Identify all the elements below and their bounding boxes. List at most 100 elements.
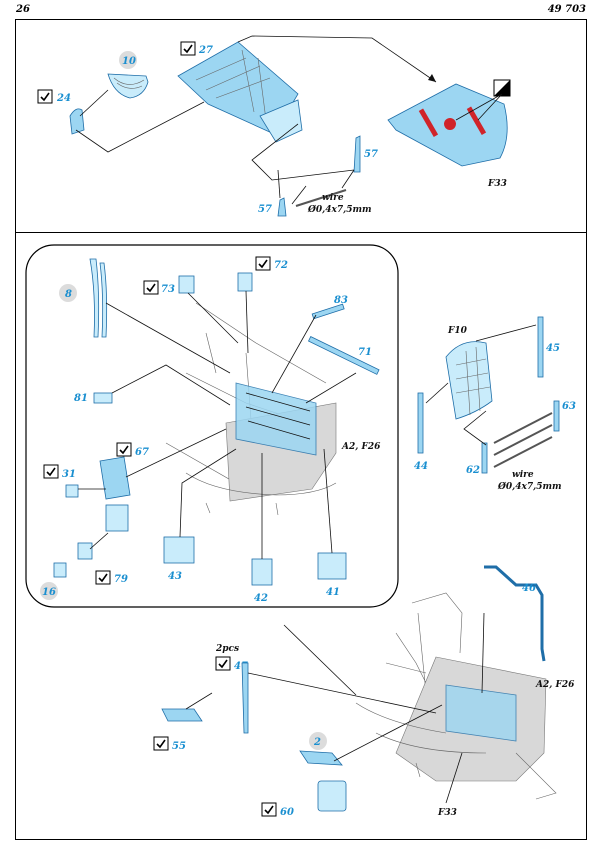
part-73-shape bbox=[178, 275, 195, 294]
label-part-44: 44 bbox=[414, 461, 428, 472]
page-number: 26 bbox=[16, 4, 30, 15]
label-part-31: 31 bbox=[62, 469, 76, 480]
checkbox-67[interactable] bbox=[116, 442, 132, 457]
label-part-72: 72 bbox=[274, 260, 288, 271]
part-67-plate bbox=[105, 504, 129, 532]
part-81-shape bbox=[93, 392, 113, 404]
leader-57 bbox=[251, 123, 355, 181]
label-part-24: 24 bbox=[56, 93, 71, 104]
leader-44 bbox=[425, 382, 449, 404]
part-16-shape bbox=[53, 562, 67, 578]
lower-ghost-frame bbox=[385, 592, 463, 704]
part-62-shape bbox=[481, 442, 488, 474]
leader-62 bbox=[463, 410, 487, 446]
f33-marker-fill bbox=[494, 80, 510, 96]
wire-spec-side: Ø0,4x7,5mm bbox=[497, 481, 562, 492]
checkbox-73[interactable] bbox=[143, 280, 159, 295]
label-part-83: 83 bbox=[334, 295, 348, 306]
label-part-55: 55 bbox=[172, 741, 186, 752]
leader-inset-main bbox=[283, 624, 357, 696]
label-lower-a2-f26: A2, F26 bbox=[535, 680, 575, 690]
part-63-shape bbox=[553, 400, 560, 432]
label-part-42: 42 bbox=[254, 593, 268, 604]
part-79-shape bbox=[77, 542, 93, 560]
part-16-circle bbox=[40, 582, 58, 600]
checkbox-55[interactable] bbox=[153, 736, 169, 751]
part-41-shape bbox=[317, 552, 347, 580]
leader-24-10 bbox=[79, 89, 109, 117]
checkbox-31[interactable] bbox=[43, 464, 59, 479]
wire-side-3 bbox=[493, 436, 553, 468]
leader-71 bbox=[305, 372, 357, 404]
part-27-tab bbox=[259, 99, 303, 143]
part-31-shape bbox=[65, 484, 79, 498]
part-f10-seat bbox=[445, 341, 493, 420]
leader-f33-bottom bbox=[445, 752, 463, 804]
part-71-shape bbox=[307, 336, 380, 375]
label-part-67: 67 bbox=[135, 447, 149, 458]
inset-panel-lines bbox=[245, 392, 311, 440]
label-part-81: 81 bbox=[74, 393, 88, 404]
bottom-diagram: 8 73 72 83 71 81 67 31 79 16 43 bbox=[25, 244, 576, 818]
label-part-63: 63 bbox=[562, 401, 576, 412]
top-diagram: 10 24 27 F33 57 57 wire Ø0,4x7,5mm bbox=[37, 35, 511, 217]
part-10-circle bbox=[119, 51, 137, 69]
part-67-shape bbox=[99, 456, 131, 500]
bottom-instruction-panel: 8 73 72 83 71 81 67 31 79 16 43 bbox=[15, 232, 587, 840]
checkbox-79[interactable] bbox=[95, 570, 111, 585]
label-part-57-right: 57 bbox=[364, 149, 378, 160]
part-72-shape bbox=[237, 272, 253, 292]
part-2-shape bbox=[299, 750, 343, 766]
checkbox-24[interactable] bbox=[37, 89, 53, 104]
part-42-shape bbox=[251, 558, 273, 586]
label-f33-bottom: F33 bbox=[437, 808, 457, 818]
leader-72 bbox=[245, 290, 249, 354]
leader-f33-marker bbox=[455, 93, 503, 121]
checkbox-27[interactable] bbox=[180, 41, 196, 56]
f33-red-strip-right bbox=[466, 106, 487, 135]
label-part-8: 8 bbox=[65, 289, 72, 300]
wire-side-1 bbox=[493, 412, 553, 444]
part-8-circle bbox=[59, 284, 77, 302]
label-f33-top: F33 bbox=[487, 179, 507, 189]
label-part-57-left: 57 bbox=[258, 204, 272, 215]
checkbox-60[interactable] bbox=[261, 802, 277, 817]
label-part-43: 43 bbox=[168, 571, 182, 582]
wire-side-2 bbox=[493, 424, 553, 456]
part-83-shape bbox=[311, 303, 345, 320]
part-60-shape bbox=[317, 780, 347, 812]
label-part-41: 41 bbox=[326, 587, 340, 598]
checkbox-47[interactable] bbox=[215, 656, 231, 671]
document-code: 49 703 bbox=[547, 4, 586, 15]
part-46-shape bbox=[484, 565, 546, 662]
part-2-circle bbox=[309, 732, 327, 750]
f33-red-dot bbox=[444, 118, 456, 130]
part-44-shape bbox=[417, 392, 424, 454]
wire-leaders bbox=[291, 169, 355, 205]
checkbox-72[interactable] bbox=[255, 256, 271, 271]
label-part-10: 10 bbox=[122, 56, 136, 67]
leader-8 bbox=[105, 302, 231, 374]
part-10-ribs bbox=[113, 77, 145, 89]
leader-81 bbox=[111, 364, 231, 406]
label-part-47: 47 bbox=[234, 661, 248, 672]
leader-41 bbox=[323, 448, 333, 554]
f33-red-strip-left bbox=[418, 108, 439, 137]
wire-title-top: wire bbox=[322, 193, 344, 203]
leader-55 bbox=[185, 692, 213, 710]
label-part-60: 60 bbox=[280, 807, 294, 818]
top-instruction-panel: 10 24 27 F33 57 57 wire Ø0,4x7,5mm bbox=[15, 19, 587, 233]
label-part-46: 46 bbox=[522, 583, 536, 594]
label-part-45: 45 bbox=[546, 343, 560, 354]
part-45-shape bbox=[537, 316, 544, 378]
leader-73 bbox=[187, 292, 239, 344]
label-part-73: 73 bbox=[161, 284, 175, 295]
wire-title-side: wire bbox=[512, 470, 534, 480]
leader-47 bbox=[247, 672, 437, 714]
leader-24 bbox=[75, 101, 205, 153]
lower-panel-blue bbox=[445, 684, 517, 742]
wire-top bbox=[295, 189, 347, 207]
label-f10: F10 bbox=[447, 326, 468, 336]
part-55-shape bbox=[161, 708, 203, 722]
leader-83 bbox=[271, 314, 317, 394]
